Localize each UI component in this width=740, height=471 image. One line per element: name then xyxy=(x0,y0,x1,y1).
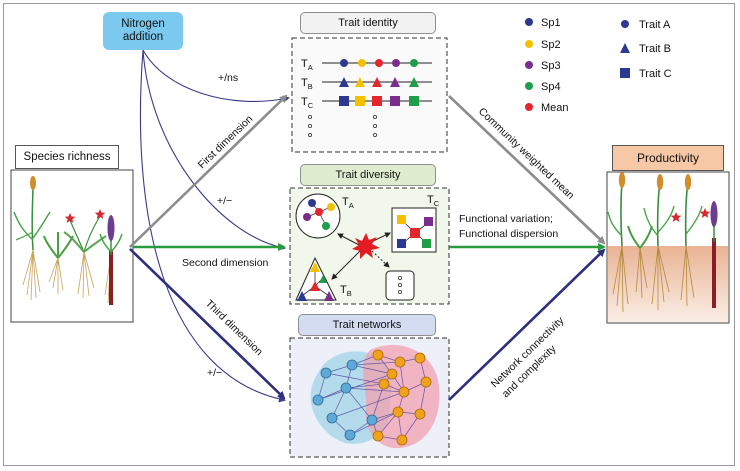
circle-icon xyxy=(621,20,629,28)
identity-to-productivity-arrow xyxy=(448,95,606,245)
legend-sp2: Sp2 xyxy=(541,39,561,51)
first-dimension-arrow xyxy=(129,94,288,248)
legend-sp1: Sp1 xyxy=(541,17,561,29)
legend-trait-b: Trait B xyxy=(639,43,671,55)
legend-sp3: Sp3 xyxy=(541,60,561,72)
second-dimension-label: Second dimension xyxy=(182,257,269,269)
diversity-tb-label: TB xyxy=(340,284,352,298)
legend-sp4: Sp4 xyxy=(541,81,561,93)
productivity-node: Productivity xyxy=(612,145,724,171)
figure-frame xyxy=(3,3,735,466)
trait-shape-legend: Trait A Trait B Trait C xyxy=(620,19,672,80)
trait-row-a-label: TA xyxy=(301,58,313,72)
nitrogen-to-networks-arrow xyxy=(139,49,286,403)
nitrogen-line-2: addition xyxy=(122,31,164,43)
species-richness-node: Species richness xyxy=(15,145,119,169)
effect-networks-label: +/− xyxy=(207,367,222,379)
diversity-tc-label: TC xyxy=(427,194,440,208)
legend-trait-a: Trait A xyxy=(639,19,671,31)
trait-diversity-title: Trait diversity xyxy=(300,164,436,186)
trait-identity-rows: TA TB TC xyxy=(301,58,432,137)
effect-identity-label: +/ns xyxy=(218,72,238,84)
trait-networks-title: Trait networks xyxy=(298,314,436,336)
trait-diversity-diagram: TA TC TB xyxy=(295,193,440,301)
nitrogen-to-diversity-arrow xyxy=(142,49,286,251)
effect-diversity-label: +/− xyxy=(217,195,232,207)
nitrogen-arrows xyxy=(139,49,290,403)
nitrogen-to-identity-arrow xyxy=(142,49,290,103)
square-icon xyxy=(620,68,630,78)
functional-dispersion-label: Functional dispersion xyxy=(459,228,558,240)
networks-to-productivity-arrow xyxy=(448,248,606,401)
community-weighted-mean-label: Community weighted mean xyxy=(476,105,577,201)
nitrogen-addition-node: Nitrogen addition xyxy=(103,12,183,50)
triangle-icon xyxy=(620,43,630,53)
trait-identity-panel xyxy=(291,37,448,153)
productivity-plants xyxy=(606,171,730,324)
legend-mean: Mean xyxy=(541,102,569,114)
third-dimension-arrow xyxy=(129,248,286,400)
trait-row-c-label: TC xyxy=(301,96,314,110)
trait-network-graph xyxy=(310,344,440,449)
first-dimension-label: First dimension xyxy=(196,113,256,171)
species-richness-plants xyxy=(10,169,134,323)
species-legend: Sp1 Sp2 Sp3 Sp4 Mean xyxy=(525,17,569,114)
trait-row-b-label: TB xyxy=(301,77,313,91)
diversity-ta-label: TA xyxy=(342,196,354,210)
nitrogen-line-1: Nitrogen xyxy=(121,18,165,30)
legend-trait-c: Trait C xyxy=(639,68,672,80)
trait-identity-title: Trait identity xyxy=(300,12,436,34)
functional-variation-label: Functional variation; xyxy=(459,213,553,225)
